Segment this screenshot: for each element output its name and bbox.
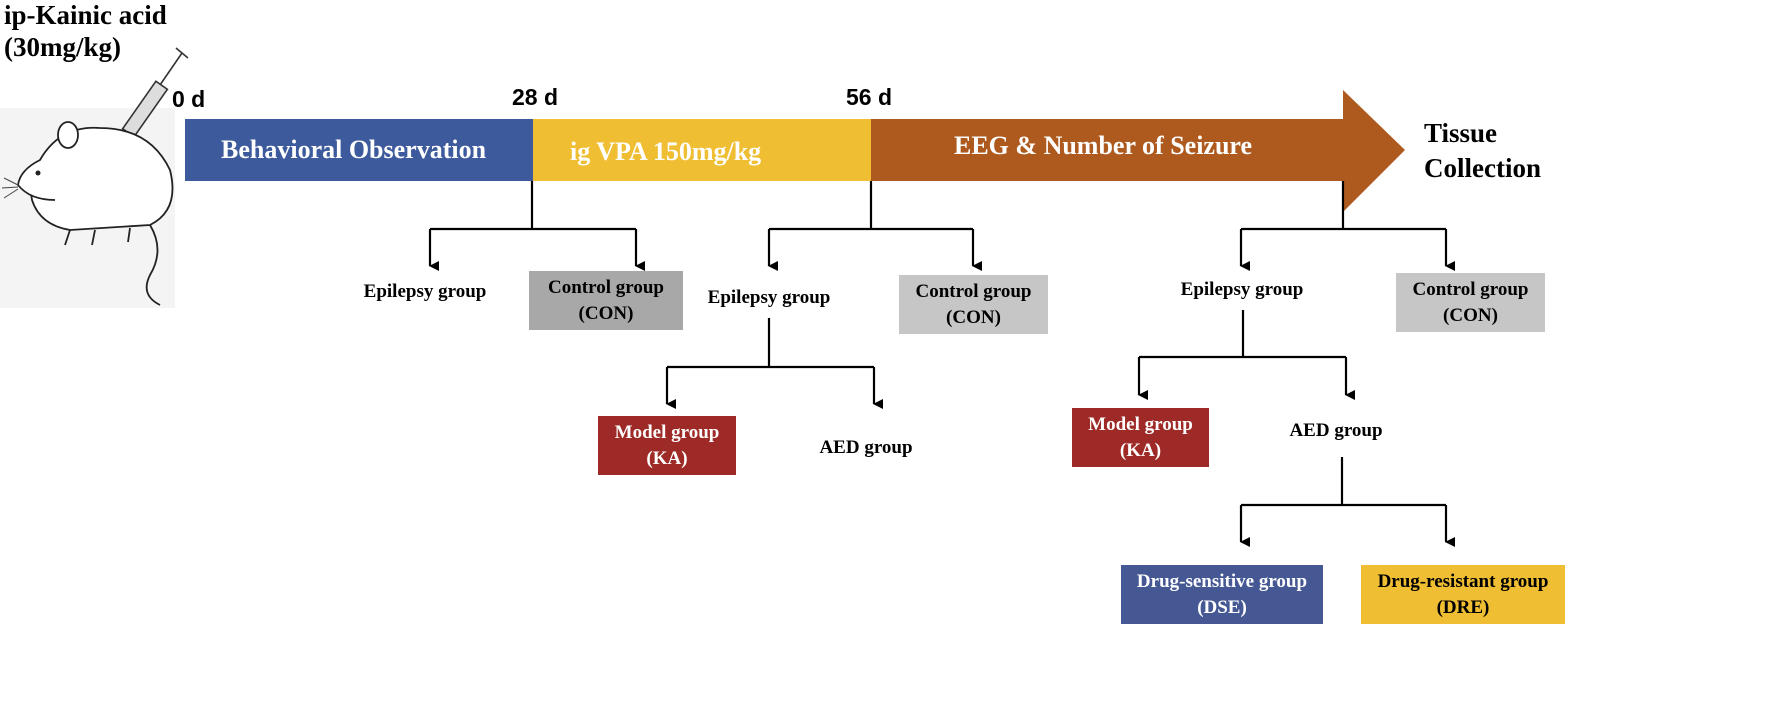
model-group-abbr: (KA)	[1119, 439, 1162, 461]
drug-resistant-group-abbr: (DRE)	[1436, 596, 1490, 618]
phase-eeg-label: EEG & Number of Seizure	[954, 131, 1253, 160]
model-group-title: Model group	[614, 421, 720, 443]
control-group-title: Control group	[548, 276, 664, 298]
drug-resistant-group-box: Drug-resistant group (DRE)	[1361, 565, 1565, 624]
injection-label-line1: ip-Kainic acid	[4, 0, 167, 30]
control-group-abbr: (CON)	[1443, 304, 1498, 326]
model-group-abbr: (KA)	[646, 447, 688, 469]
drug-resistant-group-title: Drug-resistant group	[1377, 570, 1549, 592]
phase-behavioral-label: Behavioral Observation	[221, 135, 487, 164]
drug-sensitive-group-title: Drug-sensitive group	[1136, 570, 1308, 592]
tissue-collection-line2: Collection	[1424, 153, 1541, 183]
epilepsy-group-label-end: Epilepsy group	[1180, 279, 1304, 300]
control-group-box-56d: Control group (CON)	[899, 275, 1048, 334]
control-group-box-end: Control group (CON)	[1396, 273, 1545, 332]
aed-group-label-end: AED group	[1289, 420, 1383, 441]
drug-sensitive-group-box: Drug-sensitive group (DSE)	[1121, 565, 1323, 624]
phase-vpa-label: ig VPA 150mg/kg	[570, 137, 762, 166]
epilepsy-group-label-28d: Epilepsy group	[363, 281, 487, 302]
phase-vpa-bar	[533, 119, 871, 181]
phase-behavioral-bar	[185, 119, 533, 181]
control-group-title: Control group	[915, 280, 1032, 302]
model-group-box-56d: Model group (KA)	[598, 416, 736, 475]
mouse-illustration	[0, 47, 189, 308]
day-28-label: 28 d	[512, 84, 559, 110]
injection-label-line2: (30mg/kg)	[4, 32, 121, 62]
day-56-label: 56 d	[846, 84, 893, 110]
timeline-arrow	[185, 90, 1405, 212]
control-group-box-28d: Control group (CON)	[529, 271, 683, 330]
control-group-abbr: (CON)	[946, 306, 1001, 328]
epilepsy-group-label-56d: Epilepsy group	[707, 287, 831, 308]
day-0-label: 0 d	[172, 86, 206, 112]
model-group-title: Model group	[1088, 413, 1193, 435]
control-group-abbr: (CON)	[578, 302, 634, 324]
control-group-title: Control group	[1412, 278, 1529, 300]
model-group-box-end: Model group (KA)	[1072, 408, 1209, 467]
drug-sensitive-group-abbr: (DSE)	[1197, 596, 1247, 618]
tissue-collection-line1: Tissue	[1424, 118, 1498, 148]
aed-group-label-56d: AED group	[819, 437, 913, 458]
phase-eeg-arrow	[871, 90, 1405, 212]
